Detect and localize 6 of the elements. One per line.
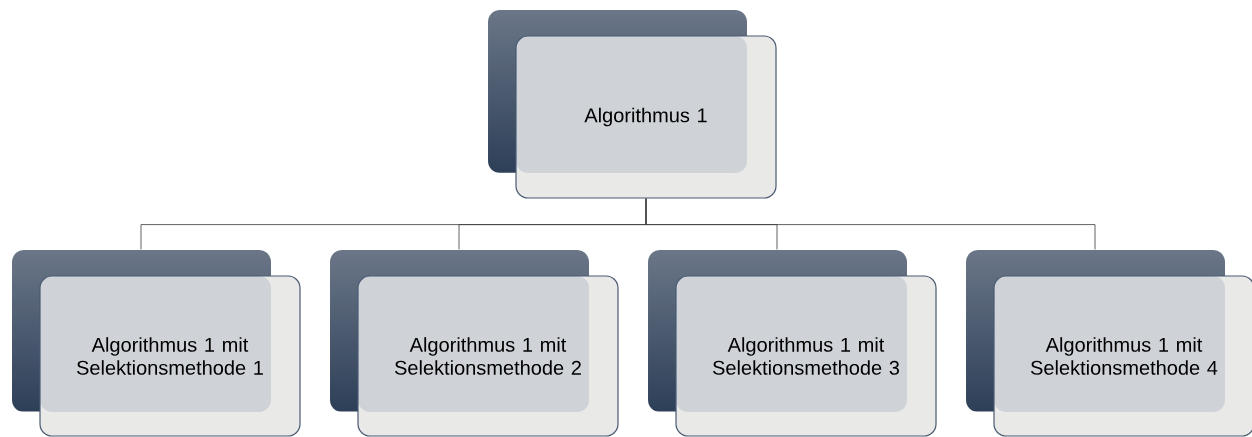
connector-line (645, 198, 1096, 250)
card-node: Algorithmus 1 mit Selektionsmethode 1 (39, 275, 301, 437)
card-node: Algorithmus 1 (515, 35, 777, 199)
card-node: Algorithmus 1 mit Selektionsmethode 4 (993, 275, 1252, 437)
card-node: Algorithmus 1 mit Selektionsmethode 3 (675, 275, 937, 437)
card-node: Algorithmus 1 mit Selektionsmethode 2 (357, 275, 619, 437)
